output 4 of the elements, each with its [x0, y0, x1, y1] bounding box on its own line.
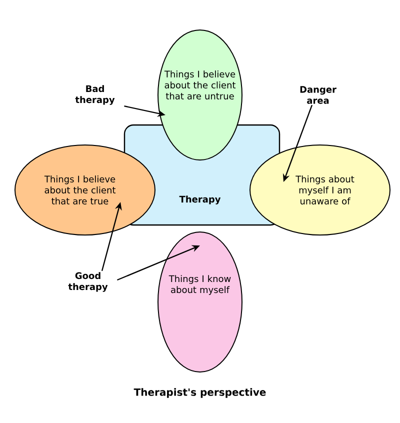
arrow-label: Bad therapy — [75, 85, 115, 105]
caption: Therapist's perspective — [134, 388, 266, 398]
arrow-label: Good therapy — [68, 272, 108, 292]
arrow-label: Danger area — [300, 86, 336, 104]
